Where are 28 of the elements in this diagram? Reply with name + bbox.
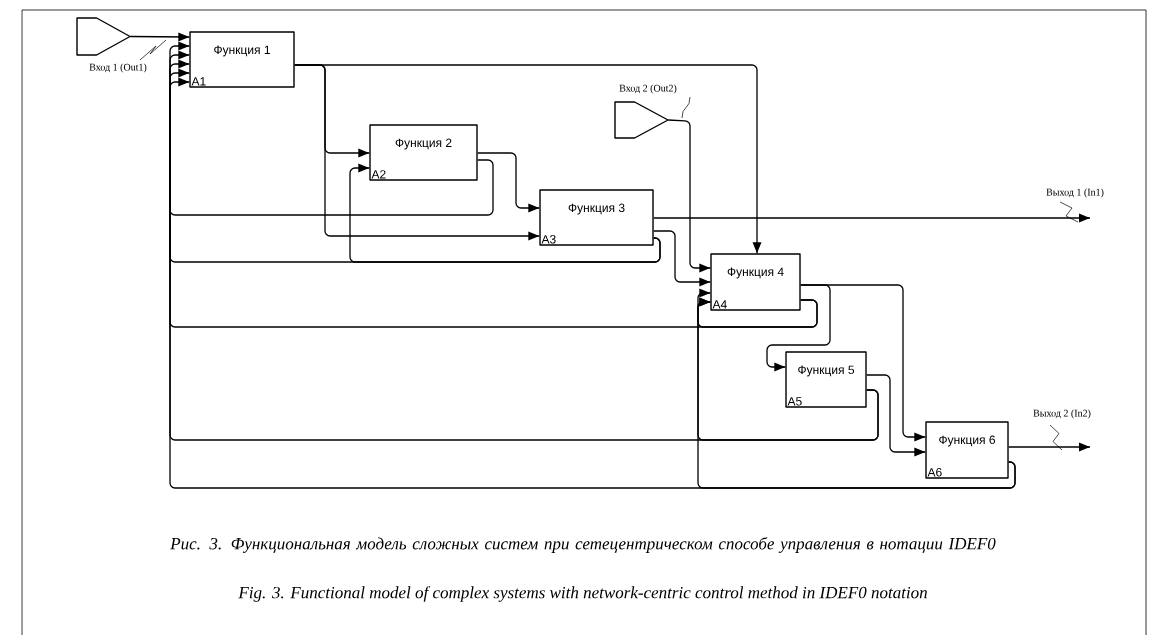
arrow bbox=[697, 297, 1016, 489]
edge-label: Выход 2 (In2) bbox=[1033, 409, 1091, 419]
caption: Fig. 3. Functional model of complex systems with network-centric control method in IDEF0 notation bbox=[238, 586, 927, 602]
input-arrow-shape bbox=[614, 101, 669, 139]
arrow bbox=[667, 119, 711, 273]
arrow bbox=[294, 64, 762, 254]
arrow bbox=[169, 41, 494, 216]
arrow bbox=[349, 163, 661, 263]
arrow bbox=[697, 288, 818, 328]
arrow bbox=[477, 152, 540, 213]
function-box: Функция 5 A5 bbox=[785, 351, 867, 408]
arrow bbox=[653, 230, 711, 287]
edge-label: Вход 2 (Out2) bbox=[619, 84, 677, 94]
function-box: Функция 3 A3 bbox=[539, 189, 654, 246]
caption: Рис. 3. Функциональная модель сложных систем при сетецентрическом способе управления в нотации IDEF0 bbox=[170, 537, 996, 553]
function-box: Функция 4 A4 bbox=[710, 253, 801, 311]
function-box: Функция 6 A6 bbox=[925, 421, 1009, 479]
arrow bbox=[800, 284, 926, 442]
input-arrow-shape bbox=[76, 17, 131, 56]
arrow bbox=[129, 32, 190, 42]
edge-label: Вход 1 (Out1) bbox=[89, 63, 147, 73]
edge-label: Выход 1 (In1) bbox=[1046, 188, 1104, 198]
function-box: Функция 2 A2 bbox=[369, 124, 478, 181]
arrow bbox=[766, 284, 831, 372]
arrow bbox=[866, 374, 926, 457]
arrow bbox=[1008, 442, 1091, 452]
function-box: Функция 1 A1 bbox=[189, 31, 295, 88]
arrow bbox=[653, 213, 1091, 223]
